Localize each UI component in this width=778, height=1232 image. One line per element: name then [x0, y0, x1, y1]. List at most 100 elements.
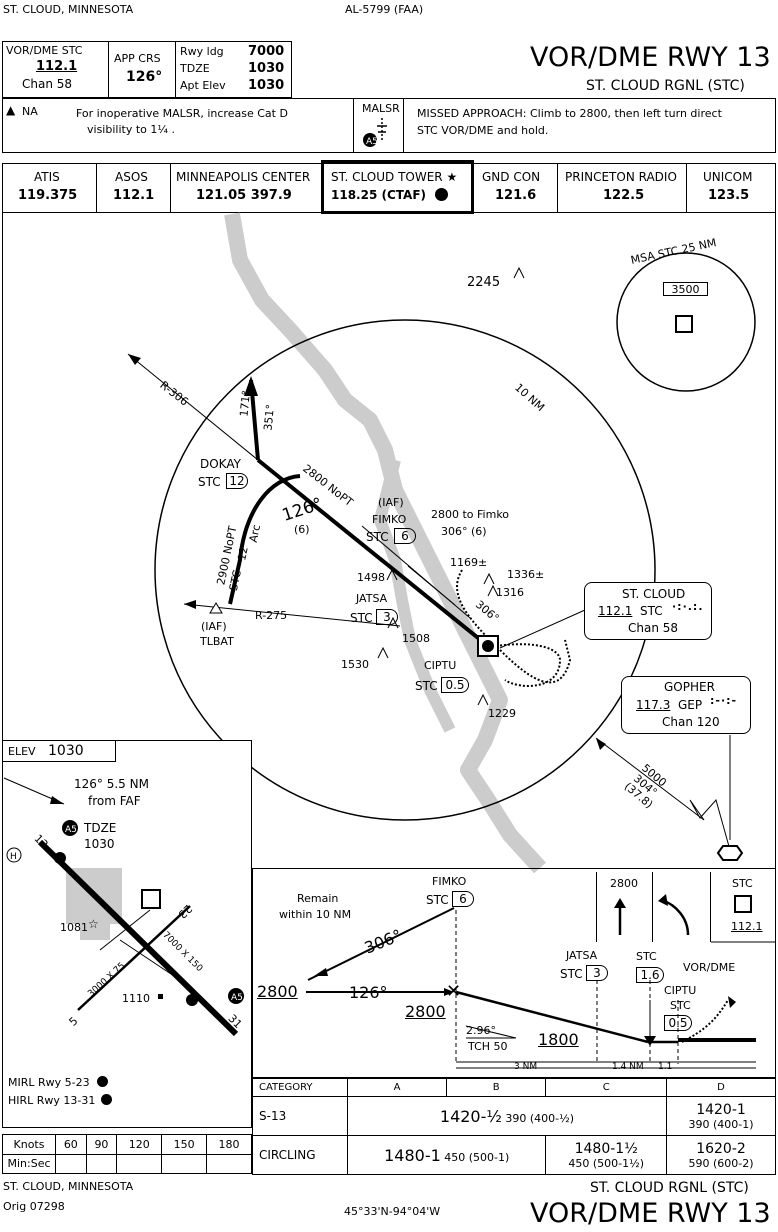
morse-icon: :-·:- — [710, 694, 738, 707]
hirl-label: HIRL Rwy 13-31 — [8, 1094, 96, 1107]
fix-tlbat: TLBAT — [200, 635, 234, 648]
comm-radio — [557, 163, 687, 213]
ciptu-stc: STC — [415, 679, 438, 693]
prof-alt-faf: 2800 — [405, 1002, 446, 1021]
chart-id: AL-5799 (FAA) — [345, 3, 424, 16]
svg-text:A5: A5 — [231, 993, 243, 1003]
dokay-dme: 12 — [226, 473, 248, 489]
comm-freq: 121.6 — [495, 188, 537, 203]
gep-ident: GEP — [678, 698, 703, 712]
footer-title: VOR/DME RWY 13 — [530, 1198, 771, 1229]
speed: 90 — [85, 1134, 118, 1155]
elev-value: 1030 — [48, 743, 84, 759]
faf-cross-icon: ✕ — [446, 981, 462, 1002]
location-top: ST. CLOUD, MINNESOTA — [3, 3, 134, 16]
malsr-label: MALSR — [362, 102, 400, 115]
fix-fimko: FIMKO — [372, 513, 407, 526]
spot-1110: 1110 — [122, 992, 150, 1005]
nav-chan: Chan 58 — [22, 77, 73, 91]
nav-label: VOR/DME STC — [6, 44, 83, 57]
app-crs: 126° — [126, 69, 163, 85]
na-icon: ▲ — [6, 103, 16, 117]
prof-jatsa-dme: 3 — [586, 965, 608, 981]
malsr-note-2: visibility to 1¼ . — [87, 123, 176, 136]
time-cell — [55, 1153, 87, 1174]
spot-1229: 1229 — [488, 707, 516, 720]
na-label: NA — [22, 105, 38, 118]
ma-alt: 2800 — [610, 877, 638, 890]
nav-freq: 112.1 — [36, 59, 78, 74]
fimko-dme: 6 — [394, 528, 416, 544]
tch: TCH 50 — [468, 1040, 508, 1053]
spot-1081: 1081 — [60, 921, 88, 934]
iaf-label-2: (IAF) — [201, 620, 227, 633]
tdze-label: TDZE — [180, 62, 210, 75]
spot-1316: 1316 — [496, 586, 524, 599]
jatsa-stc: STC — [350, 611, 373, 625]
circ-d-main: 1620-2 — [696, 1140, 746, 1157]
msa-circle — [616, 252, 756, 392]
circ-ab-main: 1480-1 — [384, 1145, 441, 1165]
river — [224, 212, 546, 874]
prof-jatsa: JATSA — [566, 949, 598, 962]
circ-c-sub: 450 (500-1½) — [568, 1156, 645, 1170]
mirl-label: MIRL Rwy 5-23 — [8, 1076, 90, 1089]
remain-1: Remain — [297, 892, 339, 905]
speed: 180 — [206, 1134, 252, 1155]
comm-freq: 119.375 — [18, 188, 78, 203]
prof-fimko-stc: STC — [426, 893, 449, 907]
spot-1336: 1336± — [507, 568, 545, 581]
spot-1508: 1508 — [402, 632, 430, 645]
missed-2: STC VOR/DME and hold. — [417, 124, 549, 137]
circ-d-sub: 590 (600-2) — [688, 1156, 754, 1170]
time-cell — [85, 1153, 118, 1174]
river-branch — [373, 458, 456, 733]
comm-name: UNICOM — [703, 170, 753, 184]
ciptu-dme: 0.5 — [441, 677, 469, 693]
rwy-ldg-label: Rwy ldg — [180, 45, 224, 58]
comm-name: MINNEAPOLIS CENTER — [176, 170, 311, 184]
time-cell — [206, 1153, 252, 1174]
comm-tower — [321, 160, 474, 214]
vor-icon — [675, 315, 693, 333]
svg-text:H: H — [10, 852, 17, 862]
comm-freq: 122.5 — [603, 188, 645, 203]
footer-orig: Orig 07298 — [3, 1200, 65, 1213]
timing-table: Knots 60 90 120 150 180 Min:Sec — [2, 1134, 252, 1174]
airport-diagram — [2, 740, 252, 1128]
circ-ab-sub: 450 (500-1) — [444, 1150, 510, 1164]
svg-text:A5: A5 — [366, 137, 378, 147]
elev-box — [2, 740, 116, 762]
divider — [403, 98, 404, 153]
circling-label: CIRCLING — [252, 1135, 348, 1175]
prof-fimko-dme: 6 — [452, 891, 474, 907]
msa-alt: 3500 — [663, 282, 708, 296]
prof-ciptu-dme: 0.5 — [664, 1015, 692, 1031]
time-cell — [116, 1153, 163, 1174]
prof-alt-left: 2800 — [257, 982, 298, 1001]
elev-label: ELEV — [8, 745, 36, 758]
prof-ciptu: CIPTU — [664, 984, 697, 997]
dist-14nm: 1.4 NM — [612, 1062, 644, 1072]
divider — [353, 98, 354, 153]
prof-course-126: 126° — [349, 983, 388, 1002]
cat-c: C — [545, 1078, 667, 1097]
vor-info-box — [584, 582, 712, 640]
ma-stc: STC — [732, 877, 753, 890]
fix-dokay: DOKAY — [200, 457, 241, 471]
s13-d-sub: 390 (400-1) — [688, 1117, 754, 1131]
dist-11: 1.1 — [658, 1062, 673, 1072]
to-fimko-1: 2800 to Fimko — [431, 508, 510, 521]
minimums-table: CATEGORY A B C D S-13 1420-½ 390 (400-½)… — [252, 1078, 776, 1175]
tdze-value: 1030 — [84, 837, 115, 851]
vor-freq: 112.1 — [598, 604, 633, 618]
category-label: CATEGORY — [252, 1078, 348, 1097]
comm-freq: 121.05 397.9 — [196, 188, 292, 203]
apt-elev-label: Apt Elev — [180, 79, 226, 92]
s13-abc-sub: 390 (400-½) — [505, 1111, 575, 1125]
svg-text:A5: A5 — [65, 825, 77, 835]
cat-d: D — [666, 1078, 776, 1097]
